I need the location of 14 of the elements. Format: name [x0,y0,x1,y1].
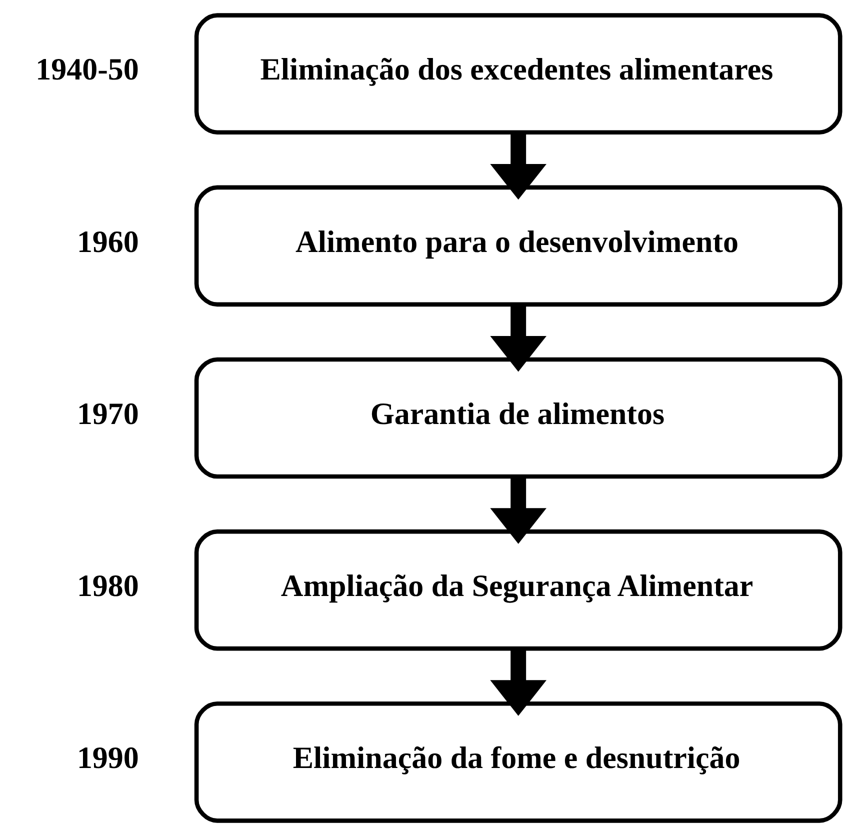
node-box: Ampliação da Segurança Alimentar [194,529,842,651]
node-label: 1940-50 [35,52,138,87]
arrow [490,132,546,200]
arrow [490,648,546,716]
node-label: 1970 [76,396,138,431]
node-box: Eliminação da fome e desnutrição [194,702,842,823]
node-label: 1990 [76,740,138,776]
node-box: Eliminação dos excedentes alimentares [194,13,842,134]
arrow [490,304,546,372]
node-label: 1980 [76,568,138,603]
arrow [490,476,546,544]
node-box: Garantia de alimentos [194,357,842,479]
node-box: Alimento para o desenvolvimento [194,185,842,307]
node-label: 1960 [76,224,138,259]
